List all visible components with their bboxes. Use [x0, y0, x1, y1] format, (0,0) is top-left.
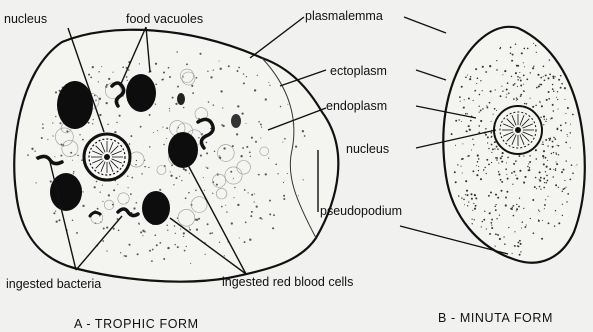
- caption-trophic-form: A - TROPHIC FORM: [74, 318, 199, 331]
- leader-plasmalemma-b: [404, 17, 446, 33]
- ingested-rbc-5: [142, 191, 170, 225]
- ingested-rbc-6: [177, 93, 185, 105]
- ingested-rbc-3: [168, 132, 198, 168]
- label-ectoplasm: ectoplasm: [330, 65, 387, 78]
- ingested-rbc-2: [126, 74, 156, 112]
- label-pseudopodium: pseudopodium: [320, 205, 402, 218]
- label-nucleus-b: nucleus: [346, 143, 389, 156]
- leader-ectoplasm-b: [416, 70, 446, 80]
- ingested-rbc-7: [231, 114, 241, 128]
- label-nucleus-a: nucleus: [4, 13, 47, 26]
- label-endoplasm: endoplasm: [326, 100, 387, 113]
- ingested-rbc-4: [50, 173, 82, 211]
- caption-minuta-form: B - MINUTA FORM: [438, 312, 553, 325]
- minuta-nucleus: [494, 106, 542, 154]
- label-food-vacuoles: food vacuoles: [126, 13, 203, 26]
- trophic-nucleus: [84, 134, 130, 180]
- ingested-rbc-1: [57, 81, 93, 129]
- label-ingested-bacteria: ingested bacteria: [6, 278, 101, 291]
- leader-plasmalemma-a: [250, 17, 304, 58]
- label-ingested-rbc: ingested red blood cells: [222, 276, 353, 289]
- label-plasmalemma: plasmalemma: [305, 10, 383, 23]
